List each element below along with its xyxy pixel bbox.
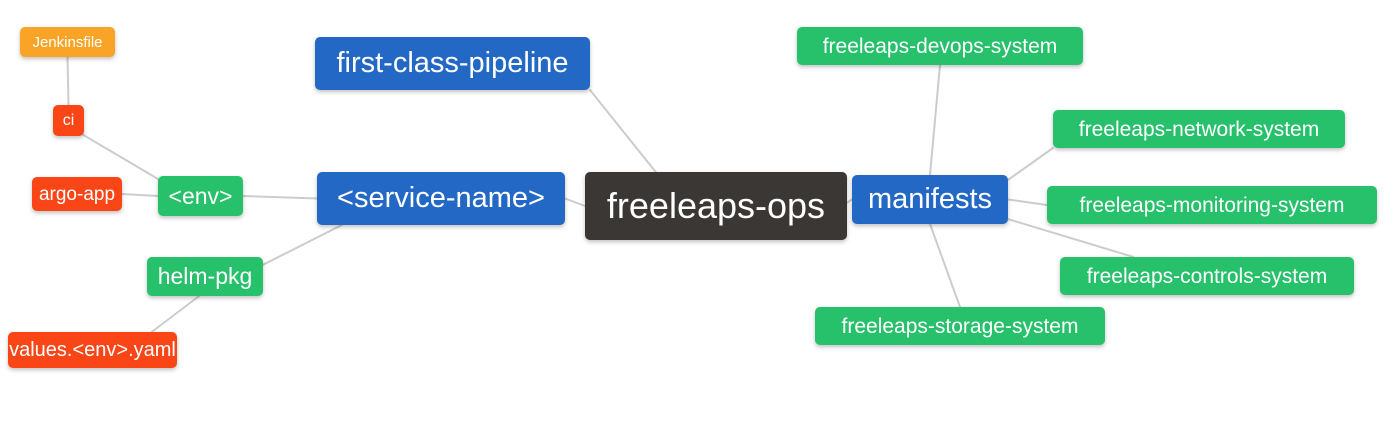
edge-jenkinsfile-ci bbox=[66, 56, 70, 106]
edge-argo-app-env bbox=[121, 193, 159, 197]
node-manifests[interactable]: manifests bbox=[852, 175, 1008, 224]
edge-ci-env bbox=[81, 133, 161, 181]
edge-freeleaps-ops-manifests bbox=[846, 198, 853, 204]
node-first-class-pipeline[interactable]: first-class-pipeline bbox=[315, 37, 590, 90]
node-service-name[interactable]: <service-name> bbox=[317, 172, 565, 225]
edge-manifests-network-system bbox=[1007, 147, 1054, 181]
node-freeleaps-ops[interactable]: freeleaps-ops bbox=[585, 172, 847, 240]
edge-first-class-pipeline-freeleaps-ops bbox=[589, 89, 657, 173]
node-controls-system[interactable]: freeleaps-controls-system bbox=[1060, 257, 1354, 295]
node-monitoring-system[interactable]: freeleaps-monitoring-system bbox=[1047, 186, 1377, 224]
node-env[interactable]: <env> bbox=[158, 176, 243, 216]
node-values-env-yaml[interactable]: values.<env>.yaml bbox=[8, 332, 177, 368]
node-storage-system[interactable]: freeleaps-storage-system bbox=[815, 307, 1105, 345]
node-network-system[interactable]: freeleaps-network-system bbox=[1053, 110, 1345, 148]
edge-env-service-name bbox=[242, 195, 318, 200]
edge-manifests-controls-system bbox=[1007, 218, 1135, 258]
edge-values-env-yaml-helm-pkg bbox=[150, 295, 201, 333]
edge-manifests-monitoring-system bbox=[1007, 198, 1048, 206]
node-ci[interactable]: ci bbox=[53, 105, 84, 136]
edge-manifests-devops-system bbox=[929, 64, 941, 176]
node-devops-system[interactable]: freeleaps-devops-system bbox=[797, 27, 1083, 65]
node-argo-app[interactable]: argo-app bbox=[32, 177, 122, 211]
node-jenkinsfile[interactable]: Jenkinsfile bbox=[20, 27, 115, 57]
edge-manifests-storage-system bbox=[929, 223, 961, 308]
edge-service-name-freeleaps-ops bbox=[564, 197, 586, 207]
node-helm-pkg[interactable]: helm-pkg bbox=[147, 257, 263, 296]
edge-helm-pkg-service-name bbox=[262, 224, 343, 266]
